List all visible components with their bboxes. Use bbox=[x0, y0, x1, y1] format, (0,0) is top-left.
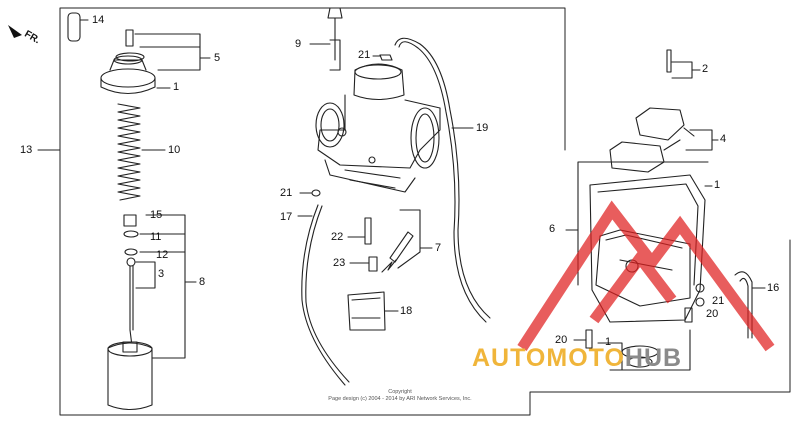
callout-label: 8 bbox=[199, 276, 206, 288]
callout-label: 2 bbox=[702, 63, 709, 75]
callout-label: 21 bbox=[712, 295, 725, 307]
copyright-notice: Copyright Page design (c) 2004 - 2014 by… bbox=[310, 389, 490, 403]
callout-label: 11 bbox=[150, 231, 162, 243]
watermark-logo bbox=[517, 200, 775, 352]
callout-label: 7 bbox=[435, 242, 442, 254]
float-bowl-assembly bbox=[565, 49, 766, 371]
callout-label: 1 bbox=[173, 81, 180, 93]
callout-label: 9 bbox=[295, 38, 302, 50]
callout-label: 12 bbox=[156, 249, 169, 261]
watermark-word-hub: HUB bbox=[624, 344, 683, 372]
callout-label: 5 bbox=[214, 52, 221, 64]
callout-label: 15 bbox=[150, 209, 163, 221]
copyright-text: Page design (c) 2004 - 2014 by ARI Netwo… bbox=[328, 396, 472, 402]
watermark-text: AUTOMOTOHUB bbox=[472, 345, 682, 371]
callout-label: 22 bbox=[331, 231, 344, 243]
callout-label: 21 bbox=[358, 49, 371, 61]
callout-label: 17 bbox=[280, 211, 293, 223]
carburetor-body bbox=[297, 7, 491, 386]
callout-label: 21 bbox=[280, 187, 293, 199]
watermark-word-automoto: AUTOMOTO bbox=[472, 344, 625, 372]
callout-label: 14 bbox=[92, 14, 105, 26]
copyright-title: Copyright bbox=[388, 389, 412, 395]
callout-label: 18 bbox=[400, 305, 413, 317]
callout-label: 19 bbox=[476, 122, 489, 134]
callout-label: 1 bbox=[714, 179, 721, 191]
callout-label: 6 bbox=[549, 223, 556, 235]
callout-label: 20 bbox=[706, 308, 719, 320]
callout-label: 10 bbox=[168, 144, 181, 156]
needle-jet-assembly bbox=[37, 12, 211, 411]
callout-label: 4 bbox=[720, 133, 727, 145]
callout-label: 1 bbox=[605, 336, 612, 348]
callout-label: 13 bbox=[20, 144, 33, 156]
callout-label: 20 bbox=[555, 334, 568, 346]
callout-label: 3 bbox=[158, 268, 165, 280]
callout-label: 23 bbox=[333, 257, 346, 269]
callout-label: 16 bbox=[767, 282, 780, 294]
